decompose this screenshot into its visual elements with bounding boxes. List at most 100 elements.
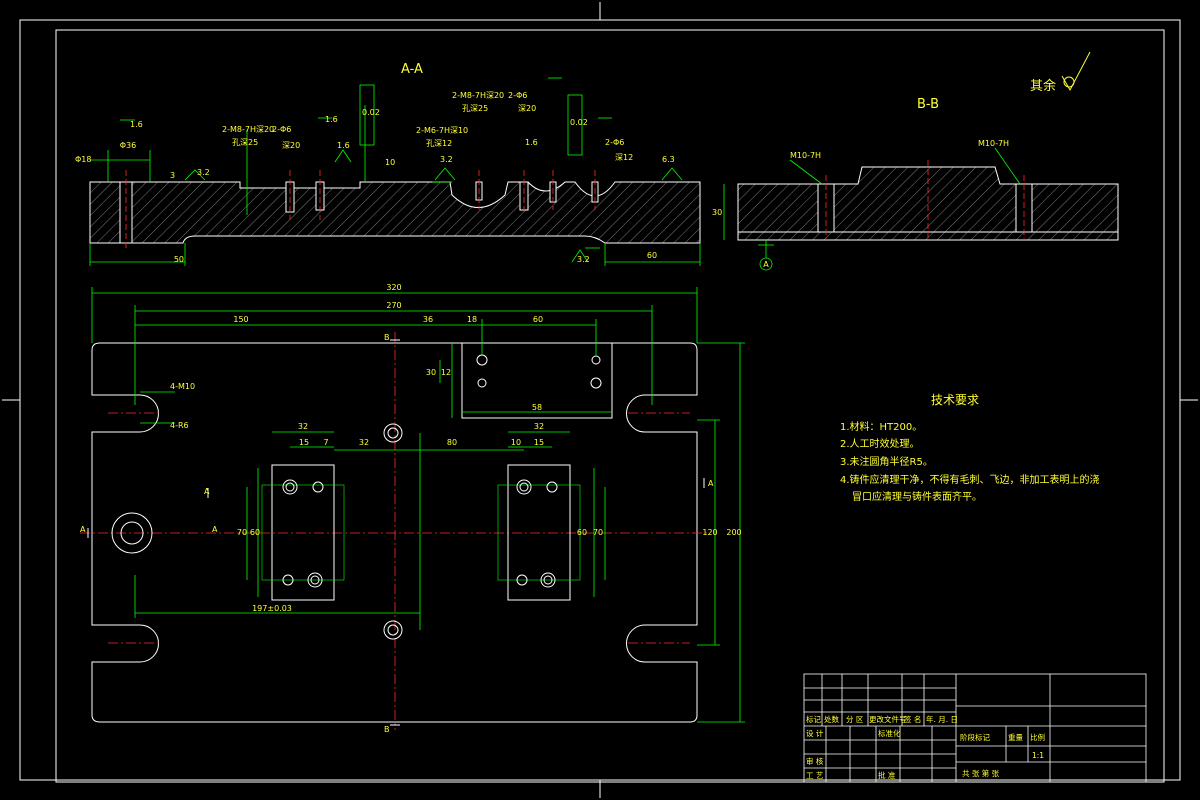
dim-15a: 15 — [299, 438, 309, 447]
plan-left-region — [261, 484, 345, 581]
datum-a-circle — [759, 257, 773, 271]
dim-80: 80 — [447, 438, 457, 447]
dim-15b: 15 — [534, 438, 544, 447]
tb-r1: 设 计 — [806, 728, 824, 738]
tech-line-1: 1.材料：HT200。 — [840, 420, 922, 433]
tech-line-3: 3.未注圆角半径R5。 — [840, 455, 933, 468]
aa-tolerance-frame-1 — [359, 84, 375, 146]
tech-line-5: 冒口应清理与铸件表面齐平。 — [852, 490, 982, 503]
section-marker-a-right: A — [708, 479, 714, 488]
aa-note-1: 2-M8-7H深20 — [222, 125, 274, 134]
plan-right-pad — [507, 464, 571, 601]
section-aa: A-A — [75, 51, 1091, 266]
dim-30: 30 — [426, 368, 436, 377]
dim-60b: 60 — [577, 528, 587, 537]
dim-197: 197±0.03 — [252, 604, 292, 613]
aa-note-5: 2-M6-7H深10 — [416, 126, 468, 135]
dim-12: 12 — [441, 368, 451, 377]
aa-rough-16b: 1.6 — [337, 141, 350, 150]
aa-rough-32c: 3.2 — [577, 255, 590, 264]
tb-h3: 分 区 — [846, 715, 864, 724]
bb-datum-a: A — [763, 260, 769, 269]
dim-10: 10 — [511, 438, 521, 447]
rest-roughness-symbol — [1061, 51, 1091, 92]
dim-120: 120 — [702, 528, 717, 537]
section-aa-body — [89, 181, 701, 244]
aa-rough-16c: 1.6 — [325, 115, 338, 124]
tech-line-2: 2.人工时效处理。 — [840, 437, 920, 450]
aa-dim-phi36: Φ36 — [120, 141, 136, 150]
dim-150: 150 — [233, 315, 248, 324]
plan-outline — [91, 342, 698, 723]
aa-note-4b: 深20 — [518, 104, 536, 113]
section-marker-a-mid: A — [212, 525, 218, 534]
aa-note-5b: 孔深12 — [426, 139, 452, 148]
aa-note-1b: 孔深25 — [232, 138, 258, 147]
aa-note-3b: 孔深25 — [462, 104, 488, 113]
section-marker-b-bottom: B — [384, 725, 390, 734]
aa-tol-2: 0.02 — [570, 118, 588, 127]
tb-r1b: 标准化 — [878, 728, 901, 738]
section-bb-body — [737, 166, 1119, 241]
tb-c1: 阶段标记 — [960, 732, 990, 742]
aa-hole-5 — [519, 181, 529, 211]
tb-h6: 年. 月. 日 — [926, 714, 958, 724]
tb-h2: 处数 — [824, 714, 839, 724]
aa-dim-60: 60 — [647, 251, 657, 260]
plan-top-pad — [461, 342, 613, 419]
plan-right-region — [497, 484, 581, 581]
aa-rough-16a: 1.6 — [130, 120, 143, 129]
tb-c3: 比例 — [1030, 732, 1045, 742]
tb-r2: 审 核 — [806, 756, 824, 766]
bb-note-m1: M10-7H — [790, 151, 821, 160]
tech-title: 技术要求 — [931, 393, 979, 407]
roughness-circle-icon — [1063, 76, 1075, 88]
dim-70b: 70 — [593, 528, 603, 537]
aa-note-2b: 深20 — [282, 141, 300, 150]
rest-roughness-label: 其余 — [1030, 78, 1056, 94]
dim-270: 270 — [386, 301, 401, 310]
aa-dim-phi18: Φ18 — [75, 155, 91, 164]
bb-dim-30: 30 — [712, 208, 722, 217]
aa-rough-16d: 1.6 — [525, 138, 538, 147]
dim-70a: 70 — [237, 528, 247, 537]
tb-c2: 重量 — [1008, 733, 1023, 742]
tb-scale: 1:1 — [1032, 751, 1044, 760]
aa-rough-32a: 3.2 — [197, 168, 210, 177]
aa-dim-50: 50 — [174, 255, 184, 264]
tb-h4: 更改文件号 — [869, 714, 907, 724]
note-4m10: 4-M10 — [170, 382, 195, 391]
aa-note-6b: 深12 — [615, 153, 633, 162]
dim-36: 36 — [423, 315, 433, 324]
tb-h1: 标记 — [806, 714, 821, 724]
section-marker-a-left: A — [80, 525, 86, 534]
plan-left-pad — [271, 464, 335, 601]
plan-view: 320 270 150 36 18 60 58 30 12 32 15 7 32… — [80, 283, 745, 734]
section-marker-a-inner: A — [204, 487, 210, 496]
note-4r6: 4-R6 — [170, 421, 189, 430]
aa-note-6: 2-Φ6 — [605, 138, 624, 147]
dim-60a: 60 — [250, 528, 260, 537]
aa-tol-1: 0.02 — [362, 108, 380, 117]
aa-hole-3 — [315, 181, 325, 211]
bb-note-m2: M10-7H — [978, 139, 1009, 148]
section-bb-title: B-B — [917, 97, 939, 112]
dim-32c: 32 — [359, 438, 369, 447]
section-aa-title: A-A — [401, 62, 423, 77]
dim-7: 7 — [323, 438, 328, 447]
section-bb: B-B M10-7H M10-7H 30 A — [712, 97, 1119, 271]
tb-r3: 工 艺 — [806, 771, 823, 780]
aa-rough-63: 6.3 — [662, 155, 675, 164]
aa-note-4: 2-Φ6 — [508, 91, 527, 100]
dim-200: 200 — [726, 528, 741, 537]
tb-r3b: 批 准 — [878, 770, 896, 780]
tech-line-4: 4.铸件应清理干净，不得有毛刺、飞边，非加工表明上的浇 — [840, 473, 1100, 486]
dim-60: 60 — [533, 315, 543, 324]
aa-note-2: 2-Φ6 — [272, 125, 291, 134]
section-marker-b-top: B — [384, 333, 390, 342]
technical-requirements: 技术要求 1.材料：HT200。 2.人工时效处理。 3.未注圆角半径R5。 4… — [840, 393, 1100, 503]
aa-tolerance-frame-2 — [567, 94, 583, 156]
